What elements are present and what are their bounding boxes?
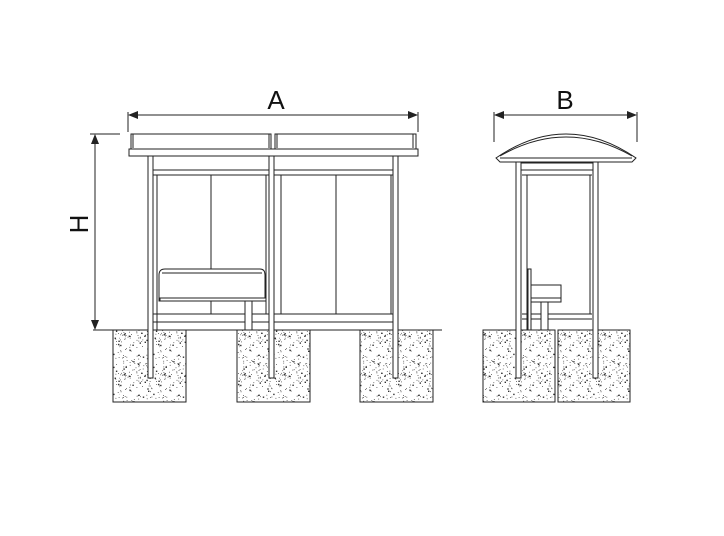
width-label: A (267, 85, 285, 115)
roof-front (128, 133, 419, 157)
depth-label: B (556, 85, 573, 115)
foundations-side (482, 329, 631, 403)
height-dimension: H (64, 133, 120, 330)
frame-side (520, 162, 594, 330)
posts-side (515, 161, 599, 379)
roof-side (495, 133, 637, 163)
depth-dimension: B (493, 85, 638, 142)
width-dimension: A (127, 85, 419, 132)
bench-side (527, 268, 562, 331)
posts-front (147, 155, 399, 379)
bench-front (158, 268, 267, 331)
side-view: B (482, 85, 638, 403)
height-label: H (64, 215, 94, 234)
front-view: A H (64, 85, 442, 403)
